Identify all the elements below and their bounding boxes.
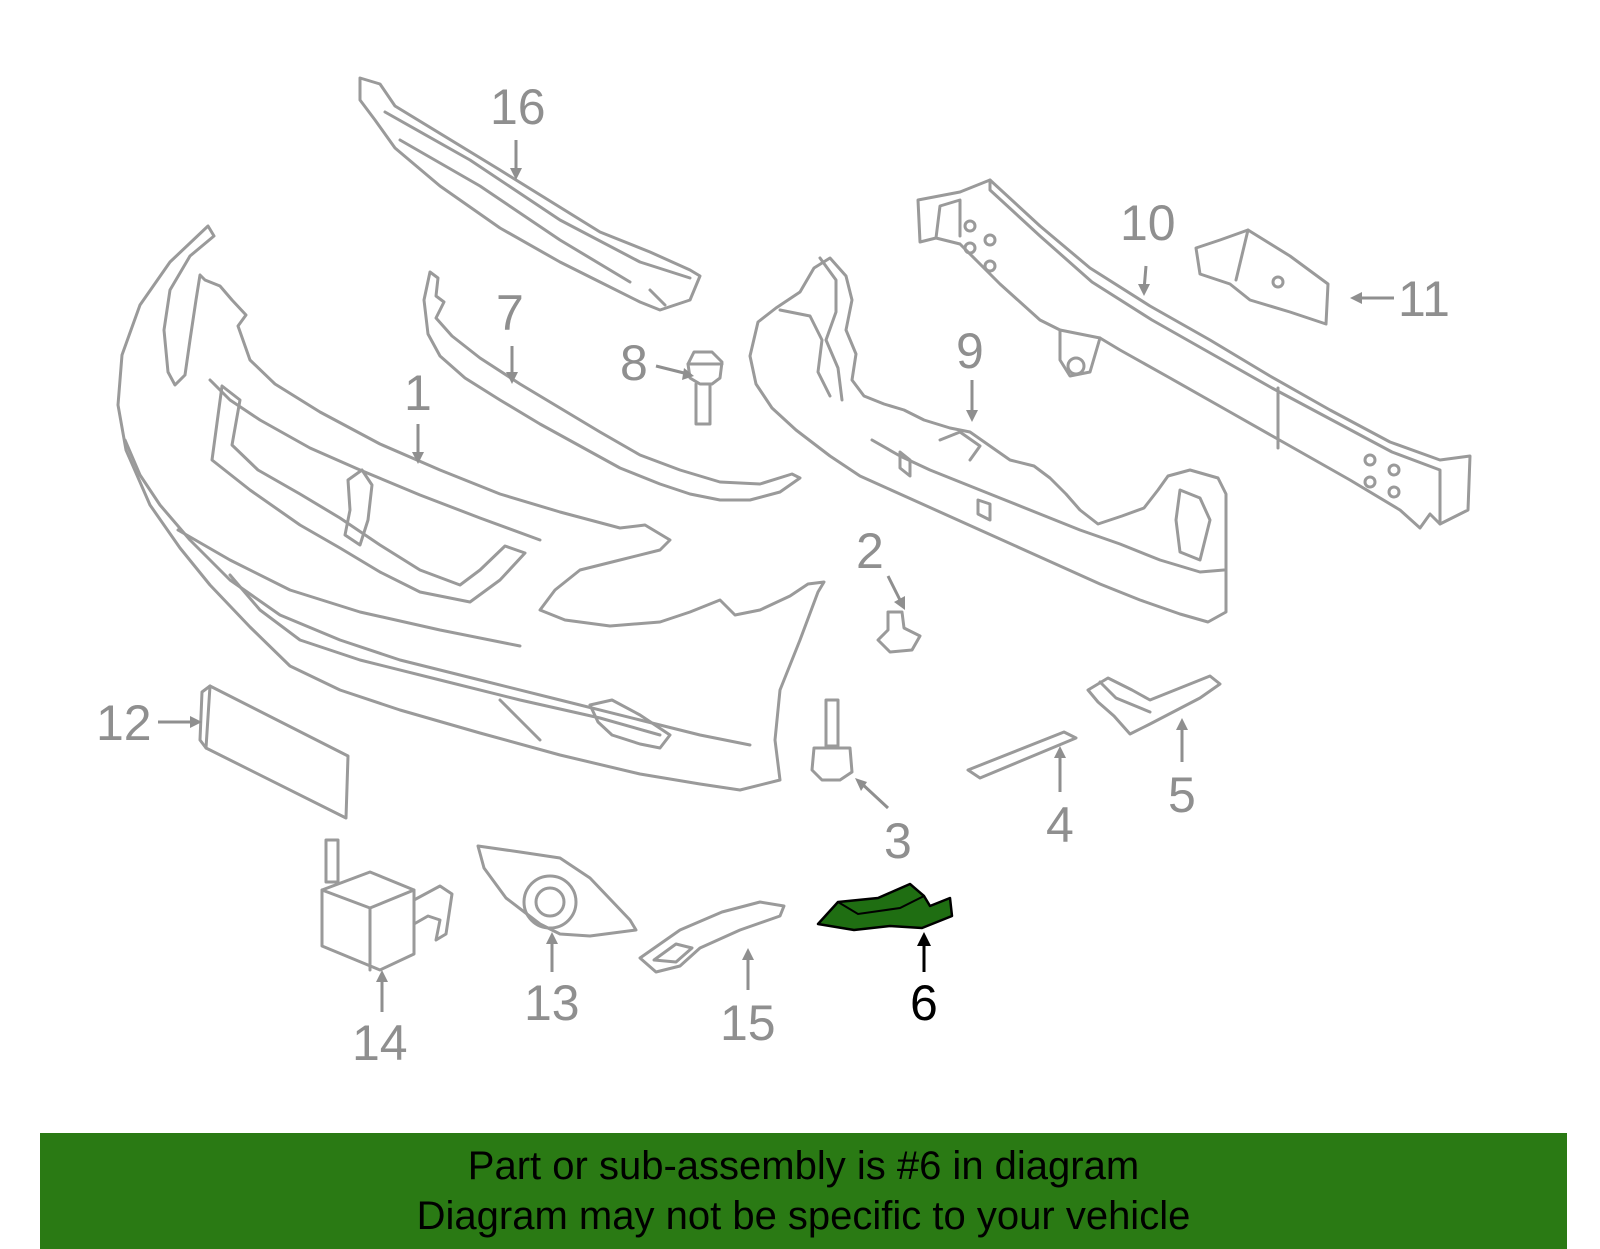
banner-line-1: Part or sub-assembly is #6 in diagram xyxy=(467,1144,1140,1188)
callout-labels: 16 7 1 8 9 10 11 2 3 4 5 12 13 14 15 6 xyxy=(96,79,1450,1071)
callout-9: 9 xyxy=(956,323,984,379)
part-16-upper-reinforcement xyxy=(358,76,702,312)
callout-1: 1 xyxy=(404,365,432,421)
part-15-tow-hook xyxy=(638,900,786,974)
callout-15: 15 xyxy=(720,995,776,1051)
part-13-bezel xyxy=(476,844,638,938)
leader-arrows xyxy=(158,140,1394,1012)
part-1-bumper-cover xyxy=(116,224,826,792)
callout-2: 2 xyxy=(856,523,884,579)
part-5-bracket xyxy=(1086,674,1222,736)
part-7-strip xyxy=(422,270,802,502)
part-12-panel xyxy=(198,684,350,820)
callout-12: 12 xyxy=(96,695,152,751)
part-2-clip xyxy=(876,610,922,654)
part-11-bracket xyxy=(1194,228,1330,326)
callout-14: 14 xyxy=(352,1015,408,1071)
callout-11: 11 xyxy=(1398,271,1450,327)
callout-8: 8 xyxy=(620,335,648,391)
callout-6-highlighted: 6 xyxy=(910,975,938,1031)
part-3-bolt xyxy=(810,698,854,782)
callout-7: 7 xyxy=(496,285,524,341)
callout-13: 13 xyxy=(524,975,580,1031)
part-8-bolt xyxy=(686,350,724,426)
callout-5: 5 xyxy=(1168,767,1196,823)
callout-10: 10 xyxy=(1120,195,1176,251)
part-6-bracket-highlighted xyxy=(816,882,954,932)
banner-line-2: Diagram may not be specific to your vehi… xyxy=(416,1194,1191,1238)
info-banner: Part or sub-assembly is #6 in diagram Di… xyxy=(40,1133,1567,1249)
part-10-reinforcement xyxy=(916,178,1472,530)
part-4-strip xyxy=(966,730,1078,780)
callout-3: 3 xyxy=(884,813,912,869)
callout-16: 16 xyxy=(490,79,546,135)
part-14-sensor xyxy=(320,838,454,972)
part-9-absorber xyxy=(748,256,1228,624)
callout-4: 4 xyxy=(1046,797,1074,853)
